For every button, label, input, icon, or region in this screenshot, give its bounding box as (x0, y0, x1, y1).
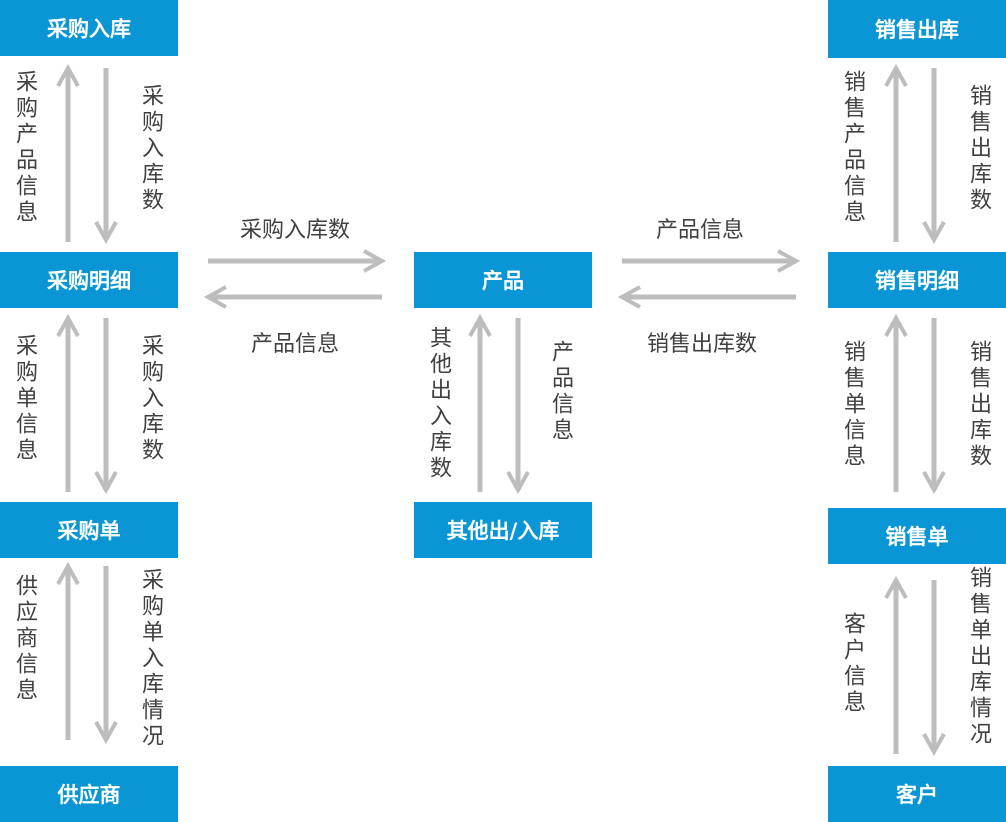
label-sorder-to-cust: 销售单出库情况 (966, 566, 991, 748)
node-purchase-detail: 采购明细 (0, 252, 178, 308)
label-sorder-to-sd: 销售单信息 (840, 340, 865, 470)
node-product: 产品 (414, 252, 592, 308)
node-other-io: 其他出/入库 (414, 502, 592, 558)
node-purchase-in: 采购入库 (0, 0, 178, 56)
label-prod-to-sd: 产品信息 (655, 218, 744, 243)
label-sd-to-prod: 销售出库数 (646, 332, 757, 357)
label-other-to-prod: 其他出入库数 (426, 326, 451, 482)
label-pd-to-pi: 采购产品信息 (12, 70, 37, 226)
label-pi-to-pd: 采购入库数 (138, 84, 163, 214)
label-sd-to-sorder: 销售出库数 (966, 340, 991, 470)
label-po-to-sup: 采购单入库情况 (138, 568, 163, 750)
label-sd-to-so: 销售产品信息 (840, 70, 865, 226)
label-pd-to-po: 采购入库数 (138, 334, 163, 464)
node-sales-order: 销售单 (828, 508, 1006, 564)
label-pd-to-prod: 采购入库数 (239, 218, 350, 243)
node-customer: 客户 (828, 766, 1006, 822)
label-po-to-pd: 采购单信息 (12, 334, 37, 464)
label-so-to-sd: 销售出库数 (966, 84, 991, 214)
label-prod-to-pd: 产品信息 (250, 332, 339, 357)
node-sales-detail: 销售明细 (828, 252, 1006, 308)
label-cust-to-sorder: 客户信息 (840, 612, 865, 716)
label-prod-to-other: 产品信息 (548, 340, 573, 444)
label-sup-to-po: 供应商信息 (12, 574, 37, 704)
node-sales-out: 销售出库 (828, 0, 1006, 58)
node-supplier: 供应商 (0, 766, 178, 822)
node-purchase-order: 采购单 (0, 502, 178, 558)
